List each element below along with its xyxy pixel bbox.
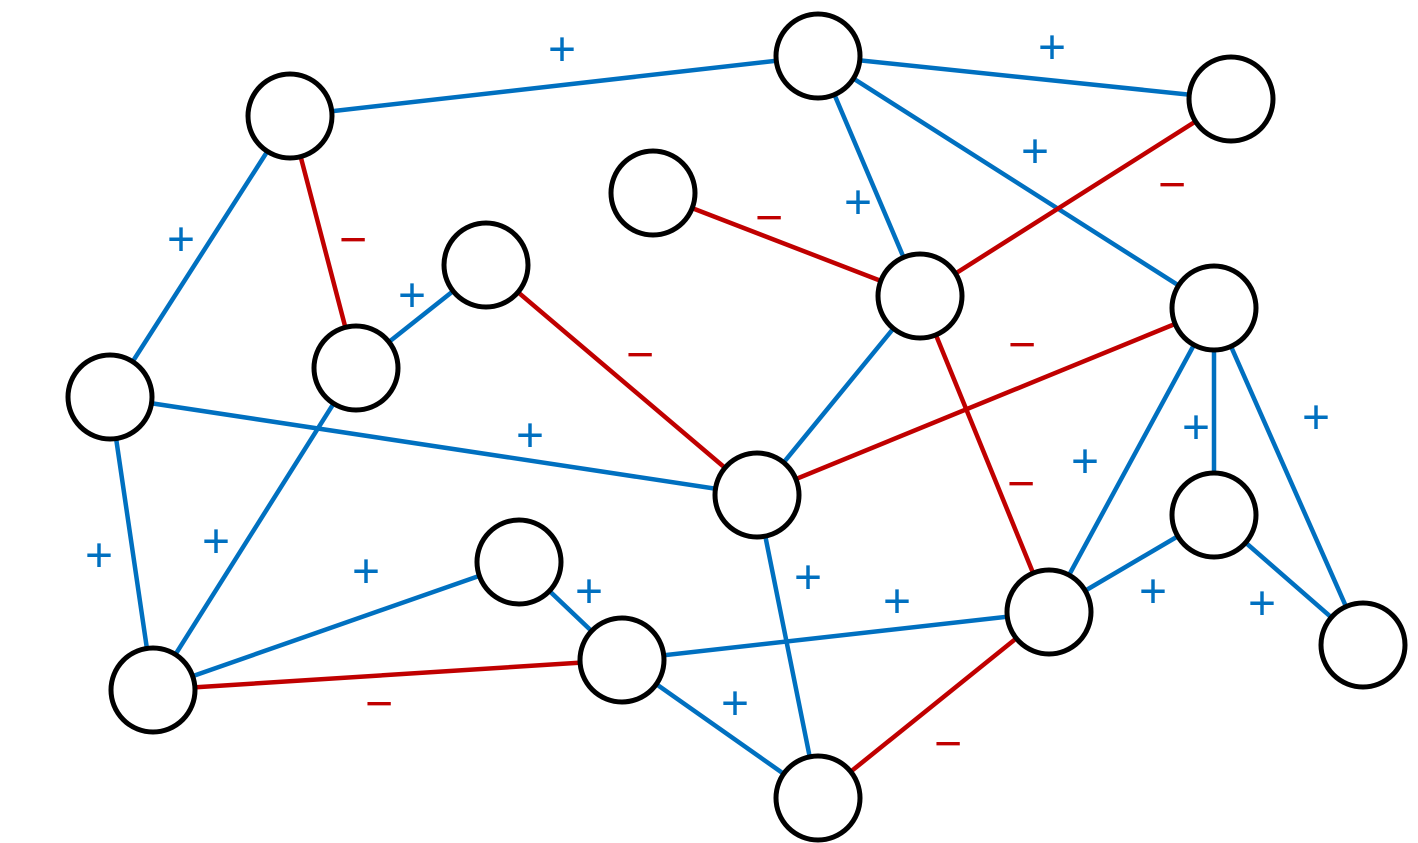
edge-sign-n7-n13: + (85, 530, 113, 583)
edge-n2-n6 (815, 53, 1217, 311)
edge-n16-n18 (815, 609, 1052, 801)
edge-sign-n1-n8: − (339, 214, 367, 267)
edge-n10-n18 (754, 492, 821, 801)
edge-n3-n5 (917, 96, 1234, 299)
node-n1 (245, 71, 335, 161)
edge-sign-n16-n11: + (1139, 566, 1167, 619)
node-n11 (1169, 470, 1259, 560)
edge-n6-n16 (1046, 305, 1217, 615)
edge-sign-n6-n17: + (1302, 392, 1330, 445)
edge-sign-n13-n12: + (352, 546, 380, 599)
edge-n9-n10 (483, 262, 760, 498)
node-n17 (1318, 600, 1408, 690)
node-n10 (712, 450, 802, 540)
edge-n13-n12 (150, 559, 522, 693)
edge-sign-n3-n5: − (1158, 159, 1186, 212)
edge-sign-n10-n6: − (1008, 319, 1036, 372)
edge-n8-n13 (150, 365, 359, 693)
edge-n7-n10 (107, 394, 760, 498)
edge-sign-n1-n2: + (548, 24, 576, 77)
node-n18 (773, 753, 863, 843)
edge-sign-n4-n5: − (755, 192, 783, 245)
edge-n1-n7 (107, 113, 293, 400)
node-n2 (773, 11, 863, 101)
edge-n6-n17 (1211, 305, 1366, 648)
node-n14 (577, 615, 667, 705)
edge-sign-n9-n10: − (626, 329, 654, 382)
node-n8 (311, 323, 401, 413)
node-n9 (441, 220, 531, 310)
node-n3 (1186, 54, 1276, 144)
edge-sign-n6-n16: + (1071, 436, 1099, 489)
edge-sign-n2-n5: + (844, 177, 872, 230)
edge-n7-n13 (107, 394, 156, 693)
edge-n1-n2 (287, 53, 821, 119)
edge-sign-n7-n10: + (516, 410, 544, 463)
edge-n5-n16 (917, 293, 1052, 615)
edge-sign-n6-n11: + (1182, 402, 1210, 455)
edge-sign-n11-n17: + (1248, 578, 1276, 631)
edge-n13-n14 (150, 657, 625, 693)
node-n16 (1004, 567, 1094, 657)
edge-n14-n16 (619, 609, 1052, 663)
node-n13 (108, 645, 198, 735)
edge-sign-n16-n18: − (934, 718, 962, 771)
edge-n2-n3 (815, 53, 1234, 102)
node-n12 (474, 517, 564, 607)
edge-sign-n10-n18: + (794, 552, 822, 605)
edge-sign-n8-n9: + (398, 270, 426, 323)
edge-sign-n5-n16: − (1007, 458, 1035, 511)
edge-signs-layer: +++−++−−+−+++−−+++++++−++−+ (85, 22, 1330, 771)
edge-n4-n5 (650, 190, 923, 299)
edge-n10-n6 (754, 305, 1217, 498)
edge-sign-n1-n7: + (167, 214, 195, 267)
edge-sign-n14-n18: + (721, 678, 749, 731)
edge-sign-n2-n6: + (1021, 126, 1049, 179)
node-n4 (608, 148, 698, 238)
edge-sign-n13-n14: − (365, 678, 393, 731)
node-n6 (1169, 263, 1259, 353)
nodes-layer (65, 11, 1408, 843)
edge-sign-n14-n16: + (883, 576, 911, 629)
edge-sign-n12-n14: + (575, 566, 603, 619)
node-n7 (65, 352, 155, 442)
edge-sign-n8-n13: + (202, 516, 230, 569)
edge-sign-n2-n3: + (1038, 22, 1066, 75)
node-n5 (875, 251, 965, 341)
